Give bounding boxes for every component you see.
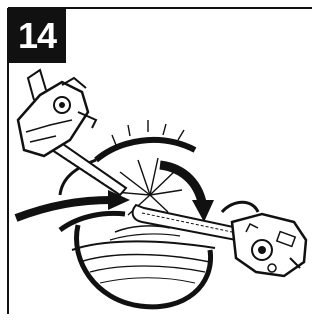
figure-number-badge: 14 <box>8 8 66 63</box>
chainsaw-cutting-position-icon <box>133 202 306 276</box>
kickback-arrow-icon <box>16 190 130 230</box>
chainsaw-kickback-position-icon <box>18 70 126 195</box>
log-icon <box>72 225 215 307</box>
